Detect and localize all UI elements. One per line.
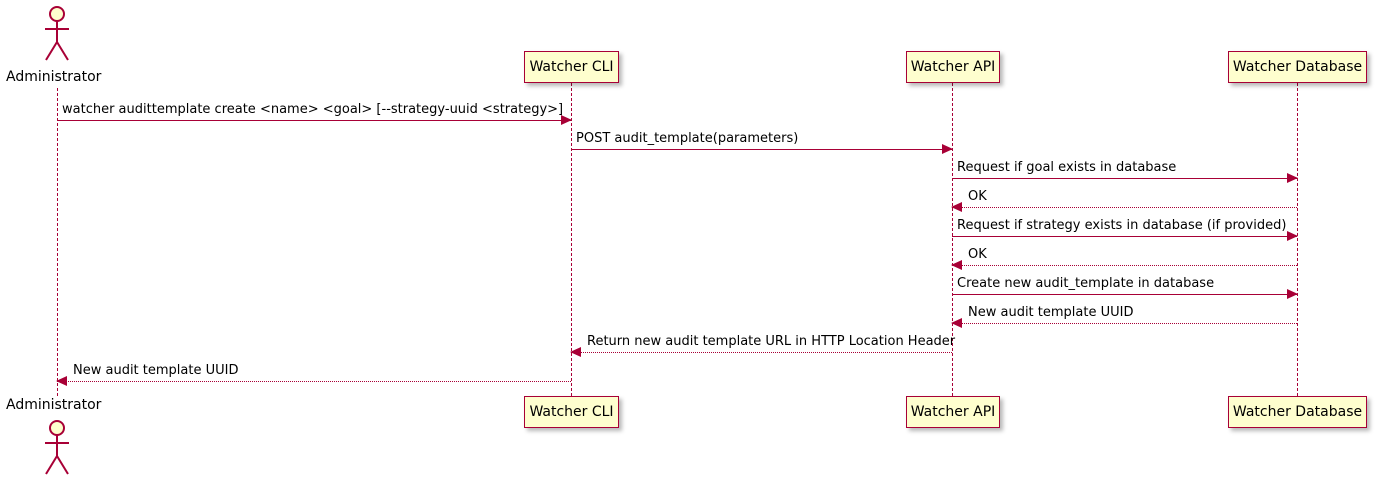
actor-stick-figure-icon	[45, 6, 69, 61]
message-label: New audit template UUID	[968, 305, 1134, 320]
message-line	[57, 120, 571, 121]
arrowhead-left-icon	[56, 376, 67, 386]
message-label: watcher audittemplate create <name> <goa…	[62, 102, 564, 117]
participant-box-watcher-api-top[interactable]: Watcher API	[906, 51, 1000, 83]
message-line	[952, 294, 1297, 295]
message-line	[952, 265, 1297, 266]
message-line	[952, 178, 1297, 179]
actor-label-administrator-top: Administrator	[6, 69, 102, 85]
message-label: OK	[968, 247, 987, 262]
participant-box-watcher-cli-bottom[interactable]: Watcher CLI	[524, 396, 619, 428]
arrowhead-left-icon	[570, 347, 581, 357]
arrowhead-left-icon	[951, 260, 962, 270]
message-line	[952, 236, 1297, 237]
message-label: Request if strategy exists in database (…	[957, 218, 1287, 233]
message-line	[952, 207, 1297, 208]
arrowhead-right-icon	[1287, 289, 1298, 299]
message-label: New audit template UUID	[73, 363, 239, 378]
message-label: Request if goal exists in database	[957, 160, 1177, 175]
arrowhead-right-icon	[942, 144, 953, 154]
lifeline-watcher-cli	[571, 83, 572, 396]
arrowhead-left-icon	[951, 202, 962, 212]
participant-box-watcher-database-bottom[interactable]: Watcher Database	[1228, 396, 1367, 428]
lifeline-watcher-api	[952, 83, 953, 396]
message-line	[57, 381, 571, 382]
message-line	[571, 352, 952, 353]
message-label: OK	[968, 189, 987, 204]
arrowhead-left-icon	[951, 318, 962, 328]
participant-box-watcher-cli-top[interactable]: Watcher CLI	[524, 51, 619, 83]
actor-stick-figure-icon	[45, 420, 69, 475]
message-line	[952, 323, 1297, 324]
arrowhead-right-icon	[1287, 231, 1298, 241]
actor-label-administrator-bottom: Administrator	[6, 397, 102, 413]
arrowhead-right-icon	[1287, 173, 1298, 183]
actor-figure-administrator-top	[38, 4, 78, 64]
participant-box-watcher-api-bottom[interactable]: Watcher API	[906, 396, 1000, 428]
message-label: Return new audit template URL in HTTP Lo…	[587, 334, 956, 349]
actor-figure-administrator-bottom	[38, 418, 78, 478]
message-label: POST audit_template(parameters)	[576, 131, 799, 146]
message-label: Create new audit_template in database	[957, 276, 1215, 291]
arrowhead-right-icon	[561, 115, 572, 125]
participant-box-watcher-database-top[interactable]: Watcher Database	[1228, 51, 1367, 83]
message-line	[571, 149, 952, 150]
lifeline-administrator	[57, 88, 58, 396]
